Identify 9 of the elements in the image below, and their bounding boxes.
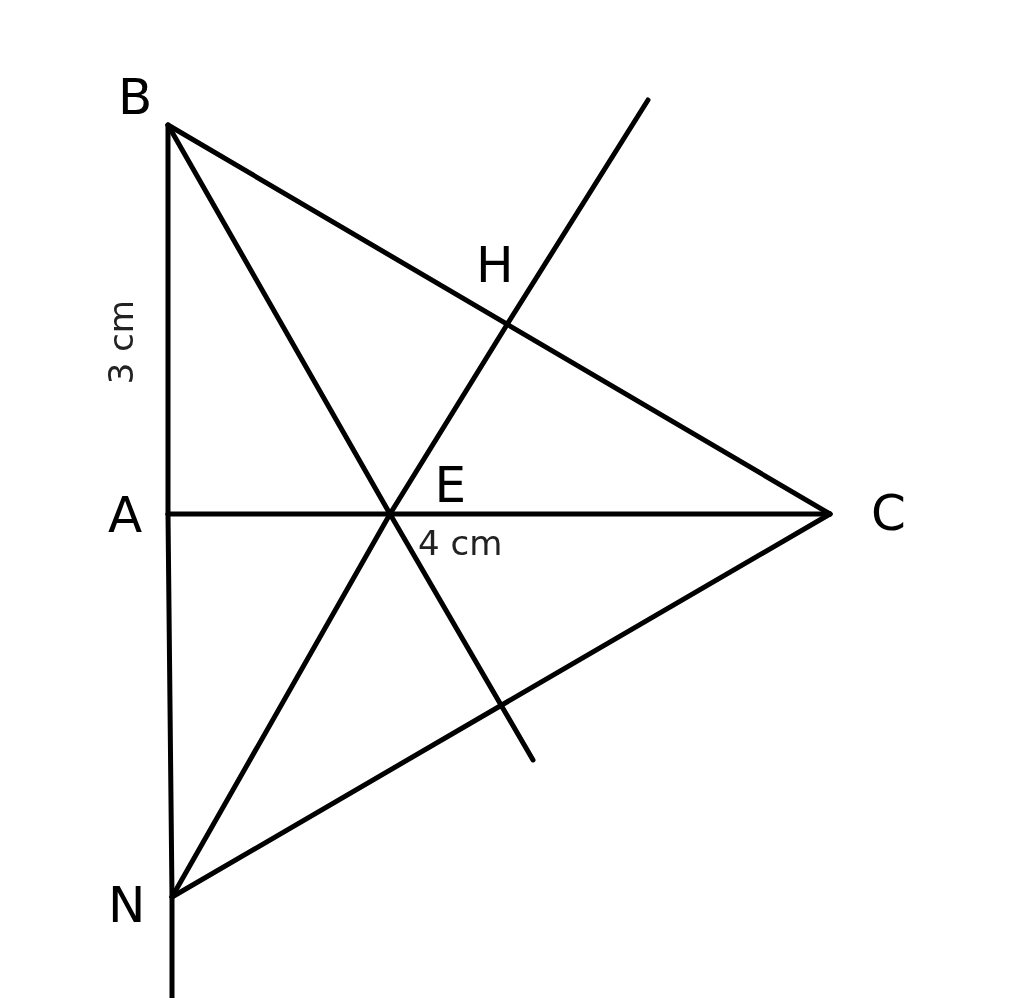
point-label: B — [118, 72, 168, 125]
line-segment — [505, 97, 651, 326]
dimension-label: 3 cm — [104, 300, 138, 385]
dimension-label: 4 cm — [418, 526, 503, 560]
point-label: N — [108, 878, 172, 932]
point-label: A — [108, 488, 168, 542]
point-label: C — [830, 486, 906, 540]
point-label: E — [390, 460, 466, 514]
point-label: H — [476, 240, 516, 323]
